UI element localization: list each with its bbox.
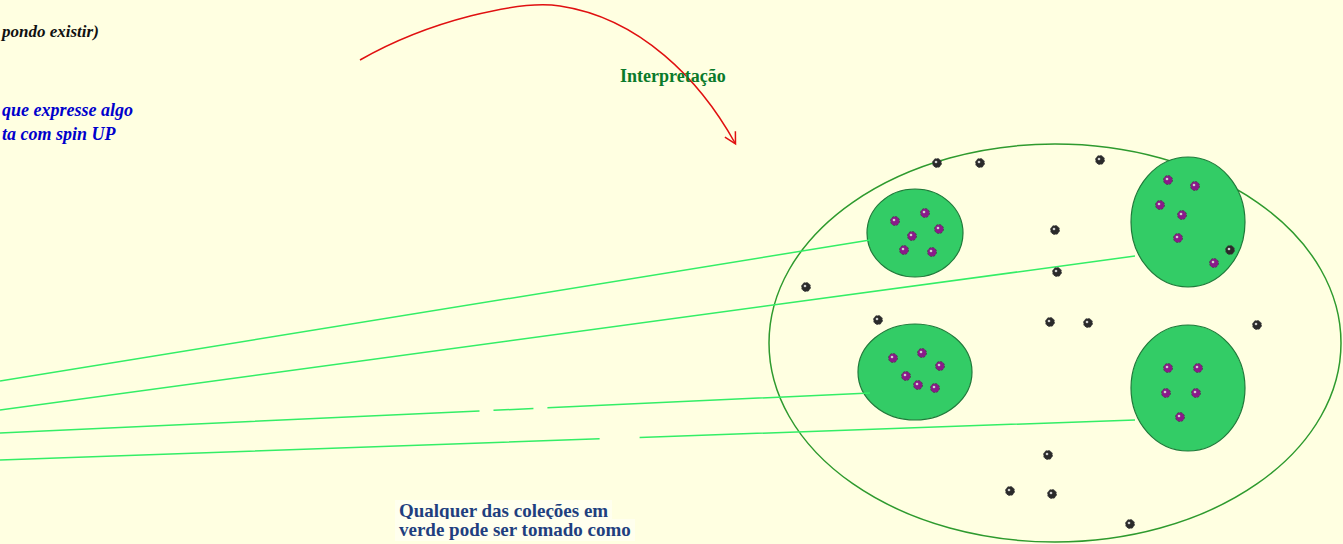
- dot-highlight: [910, 234, 913, 237]
- leader-line: [0, 420, 1135, 460]
- dot-highlight: [1128, 522, 1131, 525]
- element-dot: [1048, 490, 1057, 499]
- dot-highlight: [1053, 228, 1056, 231]
- element-dot: [889, 354, 898, 363]
- dot-highlight: [938, 364, 941, 367]
- dot-highlight: [1196, 366, 1199, 369]
- dot-highlight: [1228, 248, 1231, 251]
- element-dot: [936, 362, 945, 371]
- dot-highlight: [1055, 270, 1058, 273]
- element-dot: [1156, 201, 1165, 210]
- element-dot: [891, 217, 900, 226]
- dot-highlight: [1166, 178, 1169, 181]
- dot-highlight: [891, 356, 894, 359]
- element-dot: [1096, 156, 1105, 165]
- note-text: pondo existir): [2, 22, 99, 42]
- collection-ellipse: [867, 189, 963, 277]
- dot-highlight: [1166, 366, 1169, 369]
- caption-text: verde pode ser tomado como: [395, 519, 635, 541]
- element-dot: [1226, 246, 1235, 255]
- element-dot: [1044, 451, 1053, 460]
- dot-highlight: [933, 386, 936, 389]
- arrow-label: Interpretação: [620, 66, 726, 87]
- element-dot: [874, 316, 883, 325]
- dot-highlight: [978, 161, 981, 164]
- dot-highlight: [1158, 203, 1161, 206]
- dot-highlight: [916, 383, 919, 386]
- element-dot: [1084, 319, 1093, 328]
- dot-highlight: [1176, 236, 1179, 239]
- dot-highlight: [804, 285, 807, 288]
- dot-highlight: [893, 219, 896, 222]
- element-dot: [1192, 389, 1201, 398]
- note-text: que expresse algo: [2, 100, 133, 121]
- element-dot: [1253, 321, 1262, 330]
- dot-highlight: [1194, 391, 1197, 394]
- dot-highlight: [1008, 489, 1011, 492]
- element-dot: [1164, 176, 1173, 185]
- element-dot: [928, 248, 937, 257]
- dot-highlight: [1193, 184, 1196, 187]
- dot-highlight: [1046, 453, 1049, 456]
- element-dot: [918, 349, 927, 358]
- element-dot: [1176, 413, 1185, 422]
- dot-highlight: [1050, 492, 1053, 495]
- element-dot: [1174, 234, 1183, 243]
- dot-highlight: [1048, 320, 1051, 323]
- dot-highlight: [920, 351, 923, 354]
- collection-ellipse: [858, 324, 972, 420]
- element-dot: [1162, 389, 1171, 398]
- element-dot: [931, 384, 940, 393]
- element-dot: [900, 246, 909, 255]
- element-dot: [921, 209, 930, 218]
- element-dot: [1194, 364, 1203, 373]
- dot-highlight: [904, 374, 907, 377]
- dot-highlight: [937, 227, 940, 230]
- leader-line: [0, 393, 870, 433]
- dot-highlight: [1178, 415, 1181, 418]
- element-dot: [1006, 487, 1015, 496]
- dot-highlight: [1180, 213, 1183, 216]
- element-dot: [1053, 268, 1062, 277]
- element-dot: [914, 381, 923, 390]
- element-dot: [976, 159, 985, 168]
- collection-ellipse: [1131, 157, 1245, 287]
- element-dot: [1164, 364, 1173, 373]
- element-dot: [902, 372, 911, 381]
- collection-ellipse: [1131, 325, 1245, 451]
- element-dot: [1126, 520, 1135, 529]
- element-dot: [1178, 211, 1187, 220]
- dot-highlight: [902, 248, 905, 251]
- interpretation-arrow: [360, 5, 735, 143]
- element-dot: [1210, 259, 1219, 268]
- dot-highlight: [930, 250, 933, 253]
- element-dot: [1191, 182, 1200, 191]
- element-dot: [908, 232, 917, 241]
- dot-highlight: [1212, 261, 1215, 264]
- element-dot: [933, 159, 942, 168]
- universe-circle: [769, 144, 1341, 542]
- dot-highlight: [923, 211, 926, 214]
- element-dot: [1051, 226, 1060, 235]
- dot-highlight: [935, 161, 938, 164]
- leader-line: [0, 256, 1135, 410]
- element-dot: [1046, 318, 1055, 327]
- element-dot: [935, 225, 944, 234]
- note-text: ta com spin UP: [2, 124, 116, 145]
- element-dot: [802, 283, 811, 292]
- leader-line: [0, 240, 870, 381]
- dot-highlight: [1086, 321, 1089, 324]
- dot-highlight: [876, 318, 879, 321]
- dot-highlight: [1255, 323, 1258, 326]
- dot-highlight: [1098, 158, 1101, 161]
- dot-highlight: [1164, 391, 1167, 394]
